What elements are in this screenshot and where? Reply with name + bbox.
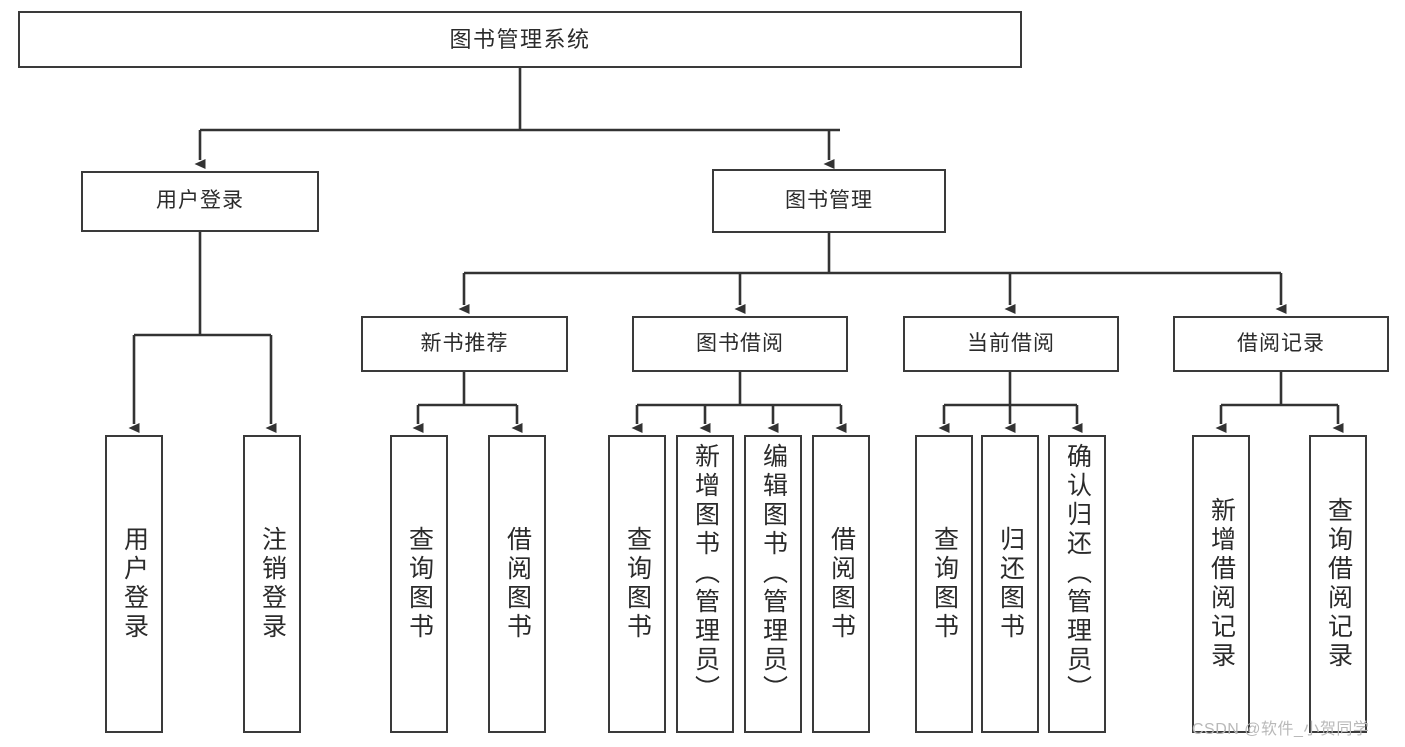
leaf-recommend-query-book[interactable]: 查询图书 bbox=[390, 435, 448, 733]
node-label: 借阅图书 bbox=[503, 526, 532, 642]
leaf-current-confirm-return[interactable]: 确认归还（管理员） bbox=[1048, 435, 1106, 733]
leaf-borrow-edit-book[interactable]: 编辑图书（管理员） bbox=[744, 435, 802, 733]
leaf-borrow-borrow-book[interactable]: 借阅图书 bbox=[812, 435, 870, 733]
node-new-book-recommend[interactable]: 新书推荐 bbox=[361, 316, 568, 372]
node-current-borrow[interactable]: 当前借阅 bbox=[903, 316, 1119, 372]
watermark: CSDN @软件_小贺同学 bbox=[1192, 721, 1370, 738]
node-label: 注销登录 bbox=[258, 526, 287, 642]
node-label: 查询图书 bbox=[623, 526, 652, 642]
leaf-current-query-book[interactable]: 查询图书 bbox=[915, 435, 973, 733]
node-label: 用户登录 bbox=[120, 526, 149, 642]
node-label: 查询图书 bbox=[405, 526, 434, 642]
leaf-borrow-add-book[interactable]: 新增图书（管理员） bbox=[676, 435, 734, 733]
leaf-user-logout[interactable]: 注销登录 bbox=[243, 435, 301, 733]
leaf-user-login[interactable]: 用户登录 bbox=[105, 435, 163, 733]
node-label: 图书借阅 bbox=[696, 331, 784, 355]
leaf-current-return-book[interactable]: 归还图书 bbox=[981, 435, 1039, 733]
leaf-borrow-query-book[interactable]: 查询图书 bbox=[608, 435, 666, 733]
node-borrow-record[interactable]: 借阅记录 bbox=[1173, 316, 1389, 372]
node-label: 查询借阅记录 bbox=[1324, 497, 1353, 671]
node-label: 借阅记录 bbox=[1237, 331, 1325, 355]
node-book-management[interactable]: 图书管理 bbox=[712, 169, 946, 233]
node-label: 新增图书（管理员） bbox=[691, 443, 720, 704]
node-user-login[interactable]: 用户登录 bbox=[81, 171, 319, 232]
node-label: 用户登录 bbox=[156, 189, 244, 213]
node-label: 图书管理系统 bbox=[449, 26, 591, 52]
node-root-system[interactable]: 图书管理系统 bbox=[18, 11, 1022, 68]
node-label: 当前借阅 bbox=[967, 331, 1055, 355]
node-label: 新增借阅记录 bbox=[1207, 497, 1236, 671]
node-label: 查询图书 bbox=[930, 526, 959, 642]
leaf-recommend-borrow-book[interactable]: 借阅图书 bbox=[488, 435, 546, 733]
leaf-record-add[interactable]: 新增借阅记录 bbox=[1192, 435, 1250, 733]
node-label: 确认归还（管理员） bbox=[1063, 443, 1092, 704]
node-label: 归还图书 bbox=[996, 526, 1025, 642]
node-label: 图书管理 bbox=[785, 188, 873, 212]
node-label: 借阅图书 bbox=[827, 526, 856, 642]
node-book-borrow[interactable]: 图书借阅 bbox=[632, 316, 848, 372]
node-label: 编辑图书（管理员） bbox=[759, 443, 788, 704]
node-label: 新书推荐 bbox=[420, 331, 509, 355]
leaf-record-query[interactable]: 查询借阅记录 bbox=[1309, 435, 1367, 733]
